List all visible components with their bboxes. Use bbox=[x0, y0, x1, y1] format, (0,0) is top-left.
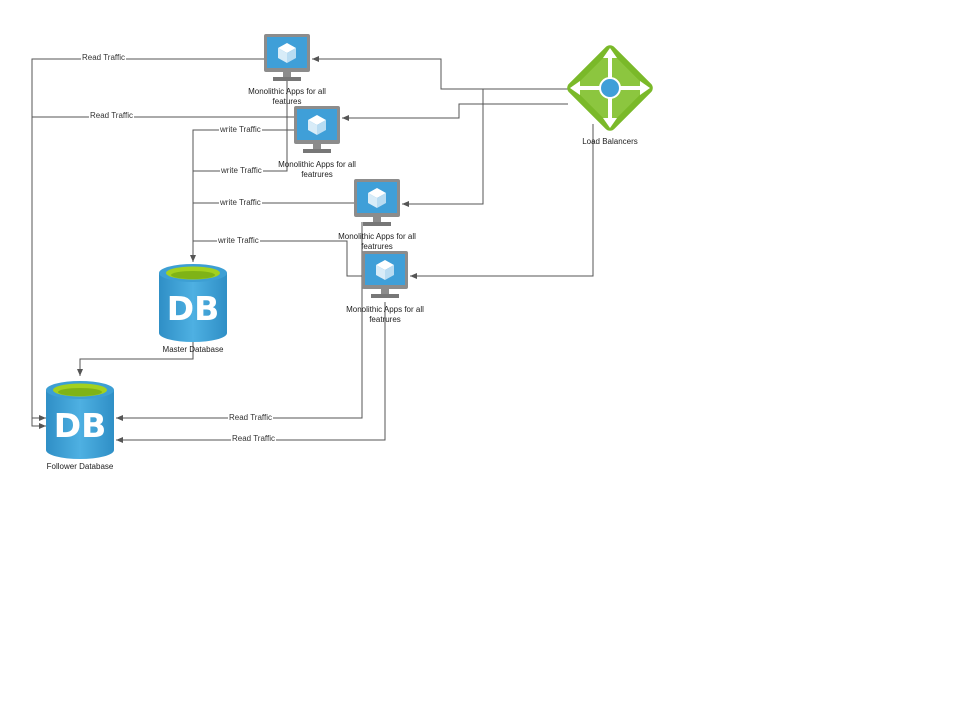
edge-label-write-4: write Traffic bbox=[217, 236, 260, 246]
master-db-icon: DB bbox=[159, 264, 227, 342]
edge-label-write-3: write Traffic bbox=[219, 198, 262, 208]
edge-lb-app4 bbox=[410, 124, 594, 279]
app1-label: Monolithic Apps for all features bbox=[248, 87, 326, 106]
follower-db-label: Follower Database bbox=[46, 462, 114, 471]
app2-label: Monolithic Apps for all featrures bbox=[278, 160, 356, 179]
app4-label: Monolithic Apps for all featrures bbox=[346, 305, 424, 324]
edge-label-read-4: Read Traffic bbox=[231, 434, 276, 444]
app1-monitor-icon bbox=[264, 34, 310, 81]
connectors bbox=[31, 56, 594, 443]
app4-monitor-icon bbox=[362, 251, 408, 298]
app3-monitor-icon bbox=[354, 179, 400, 226]
edge-label-write-2: write Traffic bbox=[220, 166, 263, 176]
follower-db-icon-text: DB bbox=[54, 406, 107, 445]
edge-lb-app2 bbox=[342, 103, 568, 121]
edge-master-follower bbox=[77, 342, 194, 376]
master-db-label: Master Database bbox=[162, 345, 224, 354]
edge-lb-app1 bbox=[312, 56, 568, 90]
follower-db-icon: DB bbox=[46, 381, 114, 459]
app2-monitor-icon bbox=[294, 106, 340, 153]
edge-label-read-2: Read Traffic bbox=[89, 111, 134, 121]
app3-label: Monolithic Apps for all featrures bbox=[338, 232, 416, 251]
edge-app4-master bbox=[193, 240, 363, 277]
edge-app3-follower bbox=[116, 222, 363, 421]
edge-app2-follower bbox=[31, 116, 296, 429]
edge-label-write-1: write Traffic bbox=[219, 125, 262, 135]
load-balancer-label: Load Balancers bbox=[582, 137, 638, 146]
edge-lb-app3 bbox=[402, 88, 568, 207]
master-db-icon-text: DB bbox=[167, 289, 220, 328]
edge-label-read-1: Read Traffic bbox=[81, 53, 126, 63]
edge-app4-follower bbox=[116, 302, 386, 443]
edge-label-read-3: Read Traffic bbox=[228, 413, 273, 423]
load-balancer-icon bbox=[567, 45, 653, 131]
